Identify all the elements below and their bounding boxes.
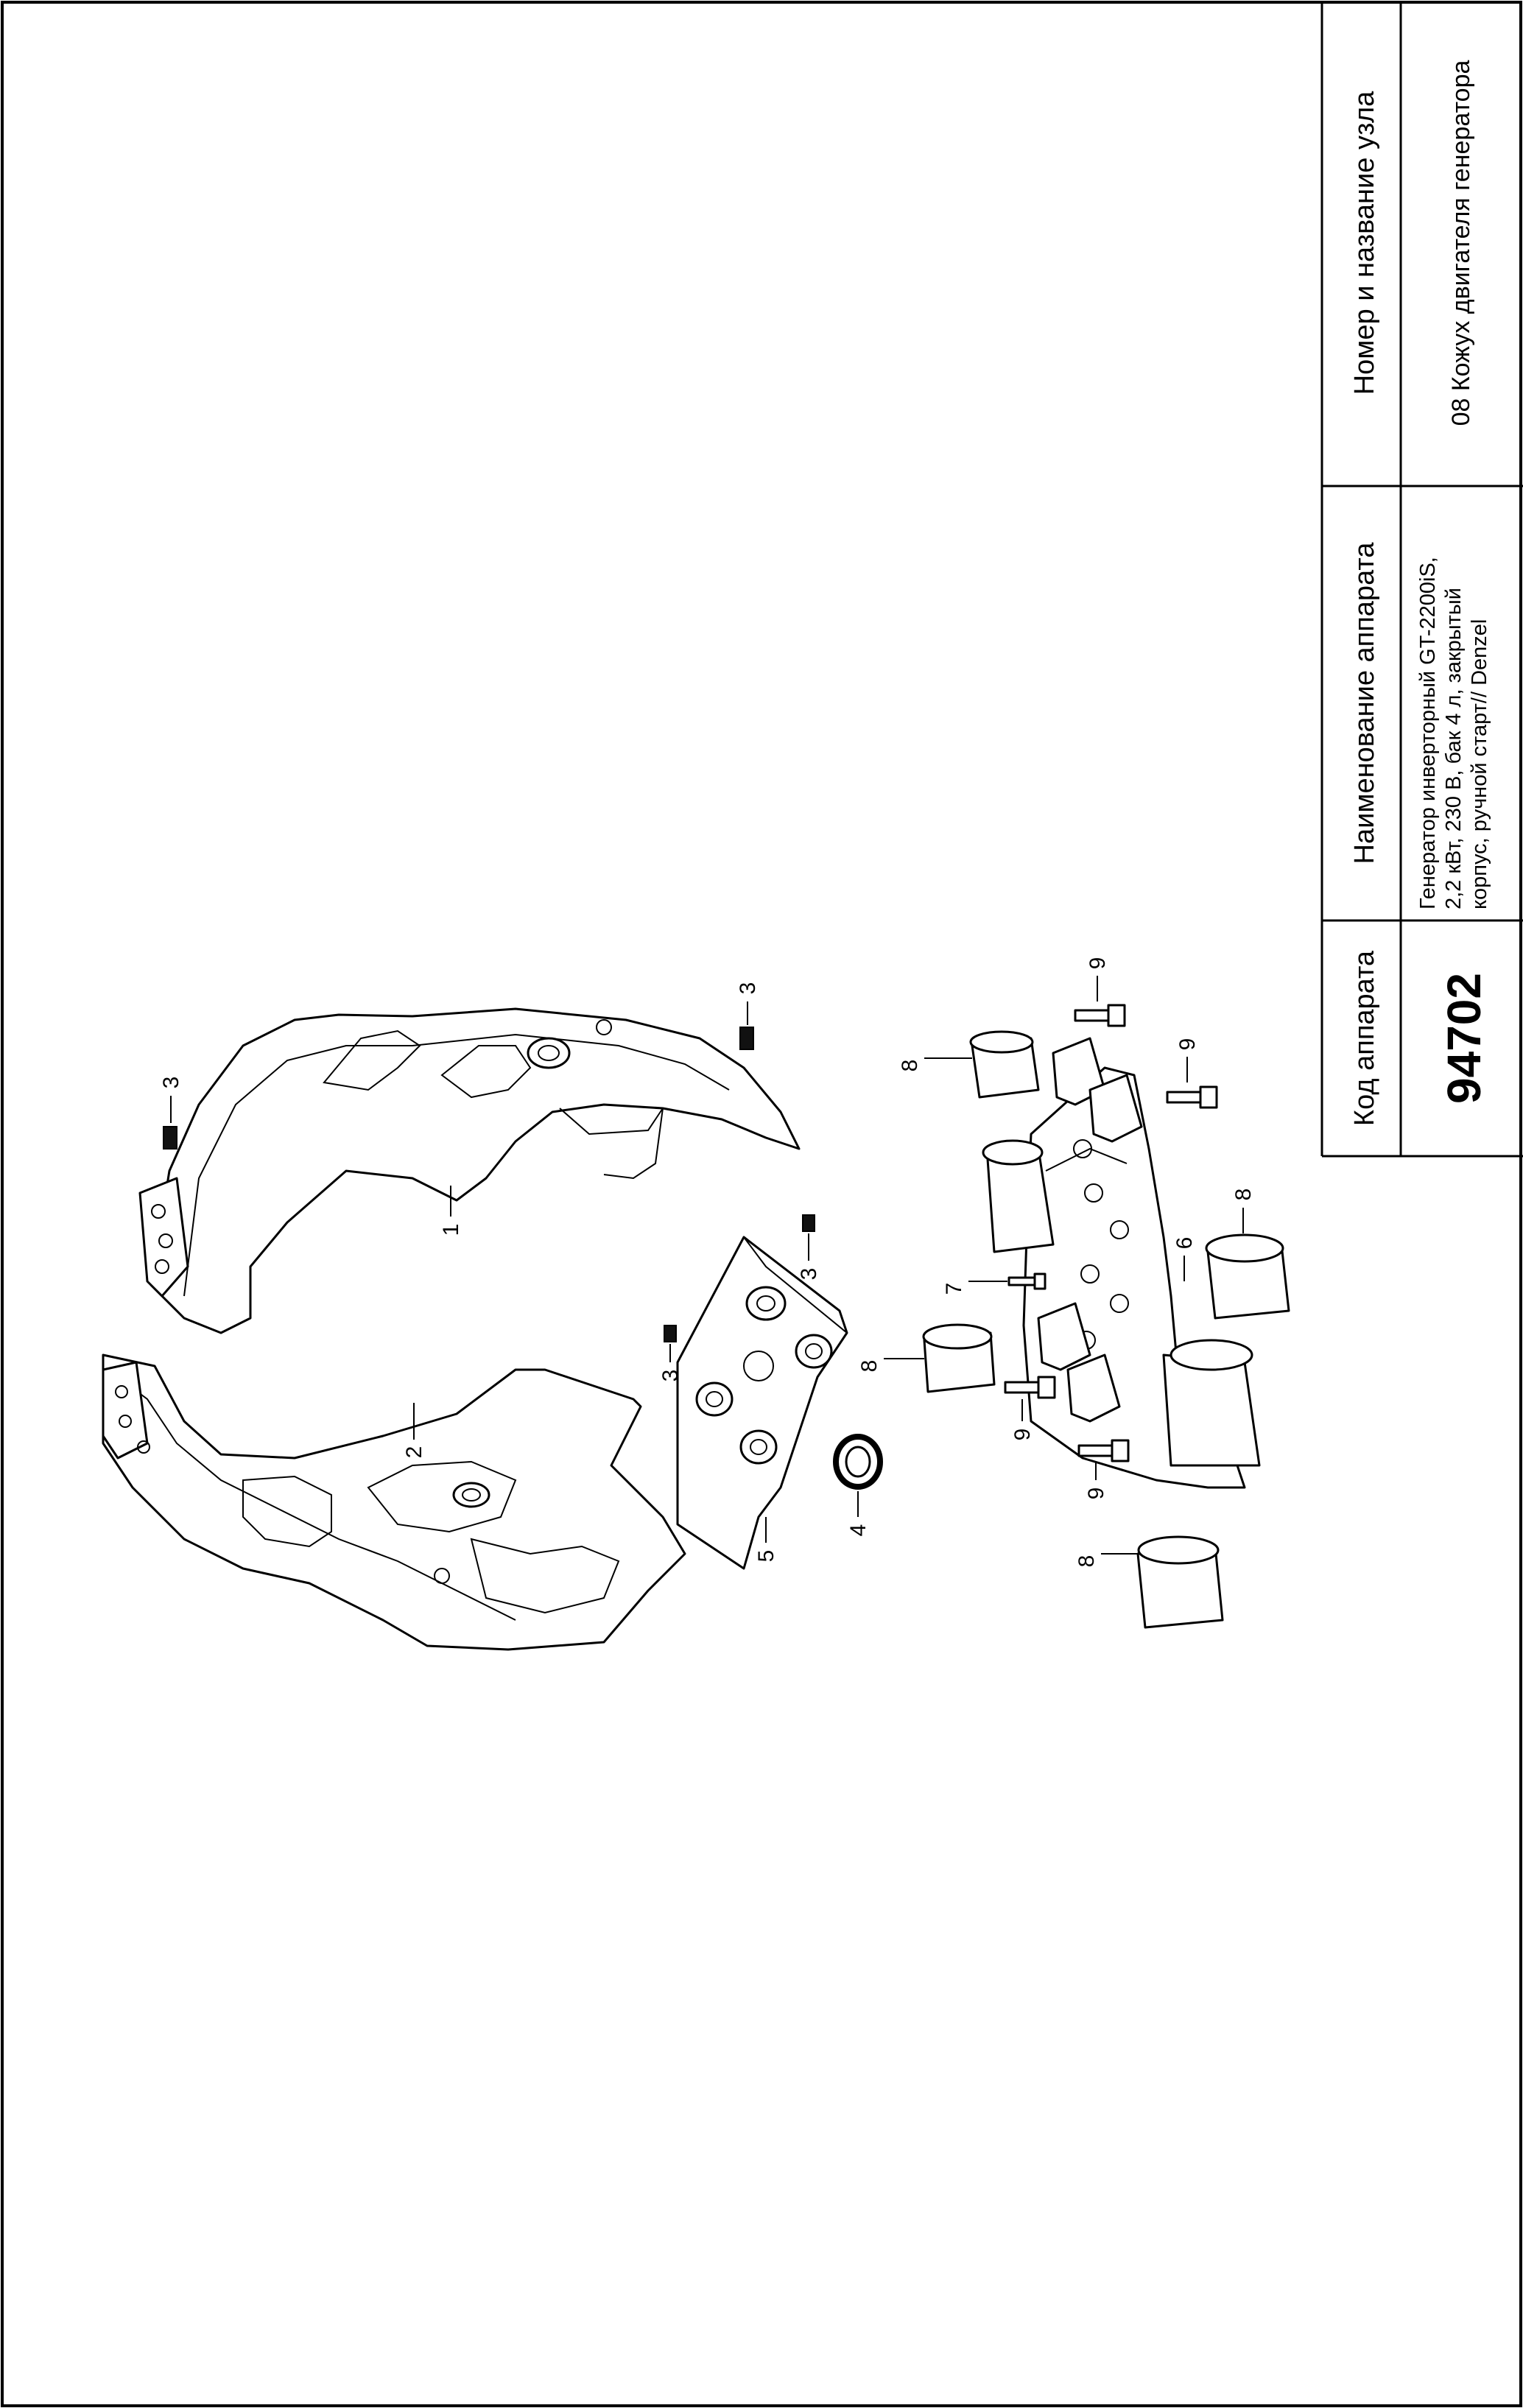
name-line-2: 2,2 кВт, 230 В, бак 4 л, закрытый (1442, 588, 1466, 909)
callout-8a: 8 (898, 1060, 922, 1072)
part-1-upper-cover (138, 1007, 801, 1334)
part-6-engine-frame (982, 1037, 1261, 1489)
code-header: Код аппарата (1349, 950, 1380, 1126)
part-7-screw (1007, 1272, 1047, 1290)
callout-4: 4 (846, 1524, 870, 1537)
callout-9a: 9 (1086, 957, 1110, 970)
callout-3b: 3 (736, 982, 760, 995)
callout-9d: 9 (1084, 1488, 1108, 1500)
callout-7: 7 (942, 1283, 966, 1295)
callout-9b: 9 (1175, 1038, 1200, 1051)
callout-3d: 3 (658, 1370, 683, 1382)
part-8-damper-a (969, 1030, 1040, 1099)
callout-1: 1 (439, 1224, 463, 1236)
part-9-bolt-d (1077, 1439, 1130, 1462)
part-9-bolt-b (1166, 1085, 1218, 1109)
callout-5: 5 (754, 1550, 778, 1563)
callout-8c: 8 (857, 1360, 882, 1373)
part-2-lower-cover (102, 1353, 686, 1651)
node-header: Номер и название узла (1349, 91, 1380, 395)
callout-leaders (170, 976, 1244, 1555)
part-3-screw-a (163, 1126, 177, 1150)
callout-8b: 8 (1231, 1189, 1256, 1201)
code-value: 94702 (1438, 973, 1491, 1104)
callouts: 1 2 3 3 3 3 4 5 6 7 8 8 8 8 9 9 9 9 (159, 957, 1256, 1568)
part-8-damper-c (922, 1323, 996, 1393)
callout-8d: 8 (1074, 1555, 1099, 1568)
node-value: 08 Кожух двигателя генератора (1447, 60, 1475, 426)
part-9-bolt-a (1074, 1004, 1126, 1027)
part-3-screw-d (664, 1325, 677, 1342)
part-5-bracket-plate (676, 1236, 848, 1570)
callout-2: 2 (402, 1446, 426, 1459)
name-line-1: Генератор инверторный GT-2200iS, (1416, 557, 1440, 909)
callout-9c: 9 (1010, 1429, 1035, 1441)
callout-3c: 3 (797, 1268, 821, 1281)
name-line-3: корпус, ручной старт// Denzel (1468, 619, 1491, 909)
callout-3a: 3 (159, 1077, 183, 1089)
part-3-screw-c (802, 1214, 815, 1232)
title-block: Код аппарата 94702 Наименование аппарата… (1320, 2, 1523, 1158)
part-4-ring (833, 1434, 883, 1490)
part-3-screw-b (739, 1027, 754, 1050)
part-8-damper-b (1205, 1233, 1290, 1320)
name-header: Наименование аппарата (1349, 542, 1380, 865)
callout-6: 6 (1172, 1237, 1197, 1250)
part-9-bolt-c (1004, 1376, 1056, 1399)
part-8-damper-d (1136, 1535, 1224, 1629)
